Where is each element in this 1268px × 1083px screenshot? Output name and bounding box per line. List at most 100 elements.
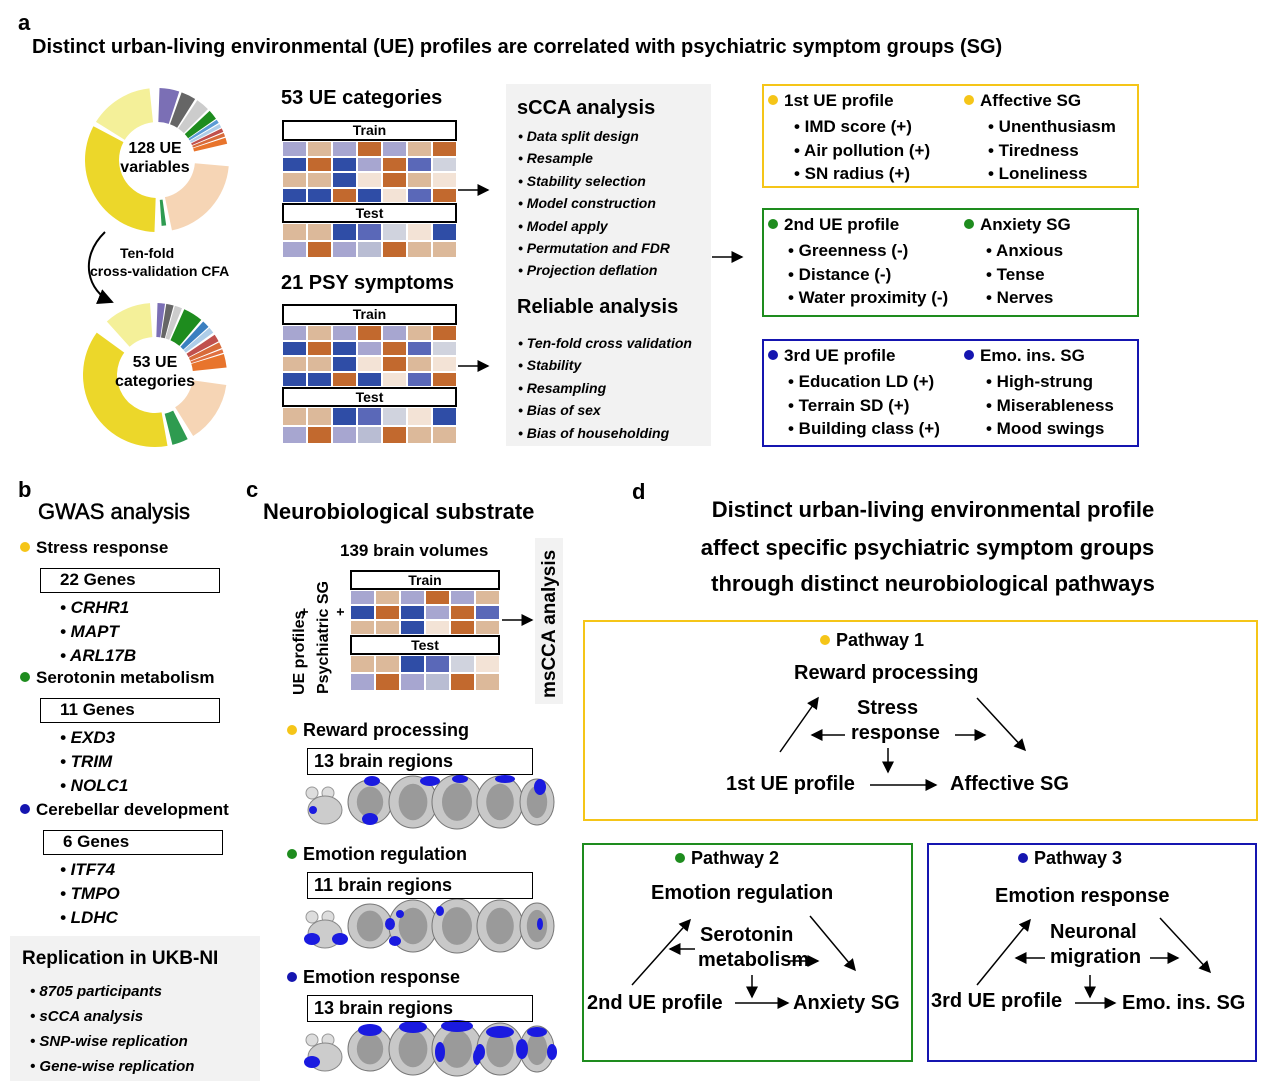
cfa-label-2: cross-validation CFA	[90, 263, 230, 279]
gwas-group: Serotonin metabolism	[20, 668, 215, 688]
test-grid	[350, 655, 500, 691]
heatmap-cell	[307, 156, 332, 172]
gwas-group-name: Serotonin metabolism	[36, 668, 215, 687]
heatmap-cell	[400, 620, 425, 635]
sg-title: Affective SG	[964, 91, 1081, 111]
heatmap-cell	[450, 673, 475, 691]
test-label: Test	[282, 203, 457, 223]
train-grid	[282, 325, 457, 387]
sg-item: • Tense	[986, 264, 1045, 284]
ue-profile-name: 1st UE profile	[784, 91, 894, 110]
brain-slice-core	[486, 907, 514, 945]
donut-segment	[188, 119, 219, 141]
pathway-box	[583, 620, 1258, 821]
heatmap-cell	[357, 240, 382, 258]
heatmap-cell	[432, 187, 457, 203]
sg-dot-icon	[964, 219, 974, 229]
heatmap-cell	[332, 156, 357, 172]
profile-box: 1st UE profile Affective SG • IMD score (+…	[762, 84, 1139, 188]
donut-charts	[83, 88, 229, 447]
group-dot-icon	[20, 672, 30, 682]
donut-segment	[160, 303, 174, 339]
heatmap-cell	[407, 240, 432, 258]
heatmap-cell	[332, 340, 357, 356]
gene-name: • TMPO	[60, 884, 120, 903]
pathway-title: Pathway 3	[1018, 848, 1122, 869]
ue-profile-item: • IMD score (+)	[794, 117, 912, 136]
test-grid	[282, 223, 457, 258]
reliable-step: • Bias of householding	[518, 424, 670, 441]
heatmap-cell	[282, 223, 307, 241]
brain-activation	[537, 918, 543, 930]
replication-panel: Replication in UKB-NI • 8705 participant…	[10, 936, 260, 1081]
heatmap-cell	[357, 141, 382, 157]
brain-volumes-title: 139 brain volumes	[340, 541, 489, 560]
sg-item: • Anxious	[986, 241, 1064, 260]
profile-dot-icon	[768, 350, 778, 360]
heatmap-cell	[382, 141, 407, 157]
donut2-label: 53 UE	[132, 354, 178, 371]
group-dot-icon	[20, 804, 30, 814]
brain-regions-box	[307, 872, 533, 899]
brain-activation	[516, 1039, 528, 1059]
ue-categories-title: 53 UE categories	[281, 87, 443, 109]
gwas-group-name: Cerebellar development	[36, 800, 229, 819]
gwas-group: Cerebellar development	[20, 800, 229, 820]
heatmap-cell	[432, 425, 457, 444]
heatmap-cell	[307, 356, 332, 372]
gene-count: 11 Genes	[60, 700, 135, 719]
pathway-ue-profile: 1st UE profile	[726, 773, 855, 795]
pathway-mediator: Reward processing	[794, 662, 979, 684]
brain-pathway-title: Emotion regulation	[287, 844, 467, 865]
train-label: Train	[350, 570, 500, 590]
brain-slice	[307, 795, 343, 825]
flow-arrows	[458, 184, 744, 626]
heatmap-cell	[332, 407, 357, 426]
train-label: Train	[282, 120, 457, 141]
brain-activation	[436, 906, 444, 916]
heatmap-cell	[332, 371, 357, 387]
heatmap-cell	[382, 223, 407, 241]
pathway-mechanism-2: metabolism	[698, 949, 810, 971]
reliable-step: • Resampling	[518, 379, 607, 396]
gwas-group: Stress response	[20, 538, 168, 558]
pathway-sg: Emo. ins. SG	[1122, 992, 1246, 1014]
heatmap-cell	[357, 407, 382, 426]
heatmap-cell	[400, 605, 425, 620]
scca-step: • Projection deflation	[518, 262, 658, 279]
plus-2: +	[332, 607, 348, 616]
brain-slice-core	[356, 786, 384, 818]
brain-regions-count: 11 brain regions	[314, 875, 453, 895]
brain-pathway-name: Emotion response	[303, 967, 461, 987]
pathway-mediator: Emotion regulation	[651, 882, 834, 904]
heatmap-cell	[375, 655, 400, 673]
cfa-label: Ten-fold	[120, 245, 175, 261]
heatmap-cell	[282, 425, 307, 444]
heatmap-cell	[357, 371, 382, 387]
brain-pathway-title: Emotion response	[287, 967, 460, 988]
pathway-arrow	[809, 915, 856, 972]
ue-profile-item: • Education LD (+)	[788, 372, 935, 391]
gene-name: • ARL17B	[60, 646, 137, 665]
sg-name: Affective SG	[980, 91, 1082, 110]
brain-activation	[534, 779, 546, 795]
heatmap-cell	[350, 590, 375, 605]
heatmap-cell	[282, 156, 307, 172]
heatmap-cell	[350, 673, 375, 691]
heatmap-cell	[432, 172, 457, 188]
ue-profile-title: 3rd UE profile	[768, 346, 895, 366]
heatmap-cell	[375, 605, 400, 620]
heatmap-cell	[382, 325, 407, 341]
heatmap-cell	[332, 187, 357, 203]
cfa-arrow	[87, 231, 114, 304]
heatmap-cell	[282, 172, 307, 188]
brain-slice-core	[398, 1030, 428, 1068]
pathway-dot-icon	[1018, 853, 1028, 863]
gwas-title: GWAS analysis	[38, 499, 191, 525]
gene-name: • ITF74	[60, 860, 116, 879]
scca-step: • Model apply	[518, 217, 608, 234]
donut-segment	[193, 137, 228, 152]
